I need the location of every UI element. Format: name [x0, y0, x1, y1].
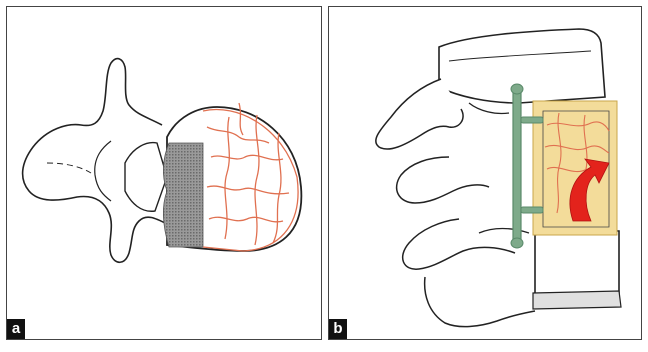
mid-posterior: [397, 157, 489, 203]
lateral-spine-drawing: [329, 7, 641, 339]
panel-a: a: [6, 6, 322, 340]
spinous-line: [47, 163, 91, 173]
lower-posterior: [403, 219, 515, 269]
bottom-posterior: [425, 277, 535, 327]
panel-b-label: b: [329, 319, 347, 339]
canal: [125, 143, 167, 212]
lower-endplate: [533, 291, 621, 309]
lamina-inner: [95, 141, 111, 201]
axial-vertebra-drawing: [7, 7, 321, 339]
panel-a-label: a: [7, 319, 25, 339]
panel-b: b: [328, 6, 642, 340]
hatched-area: [163, 143, 203, 247]
pedicle-upper: [469, 103, 509, 114]
